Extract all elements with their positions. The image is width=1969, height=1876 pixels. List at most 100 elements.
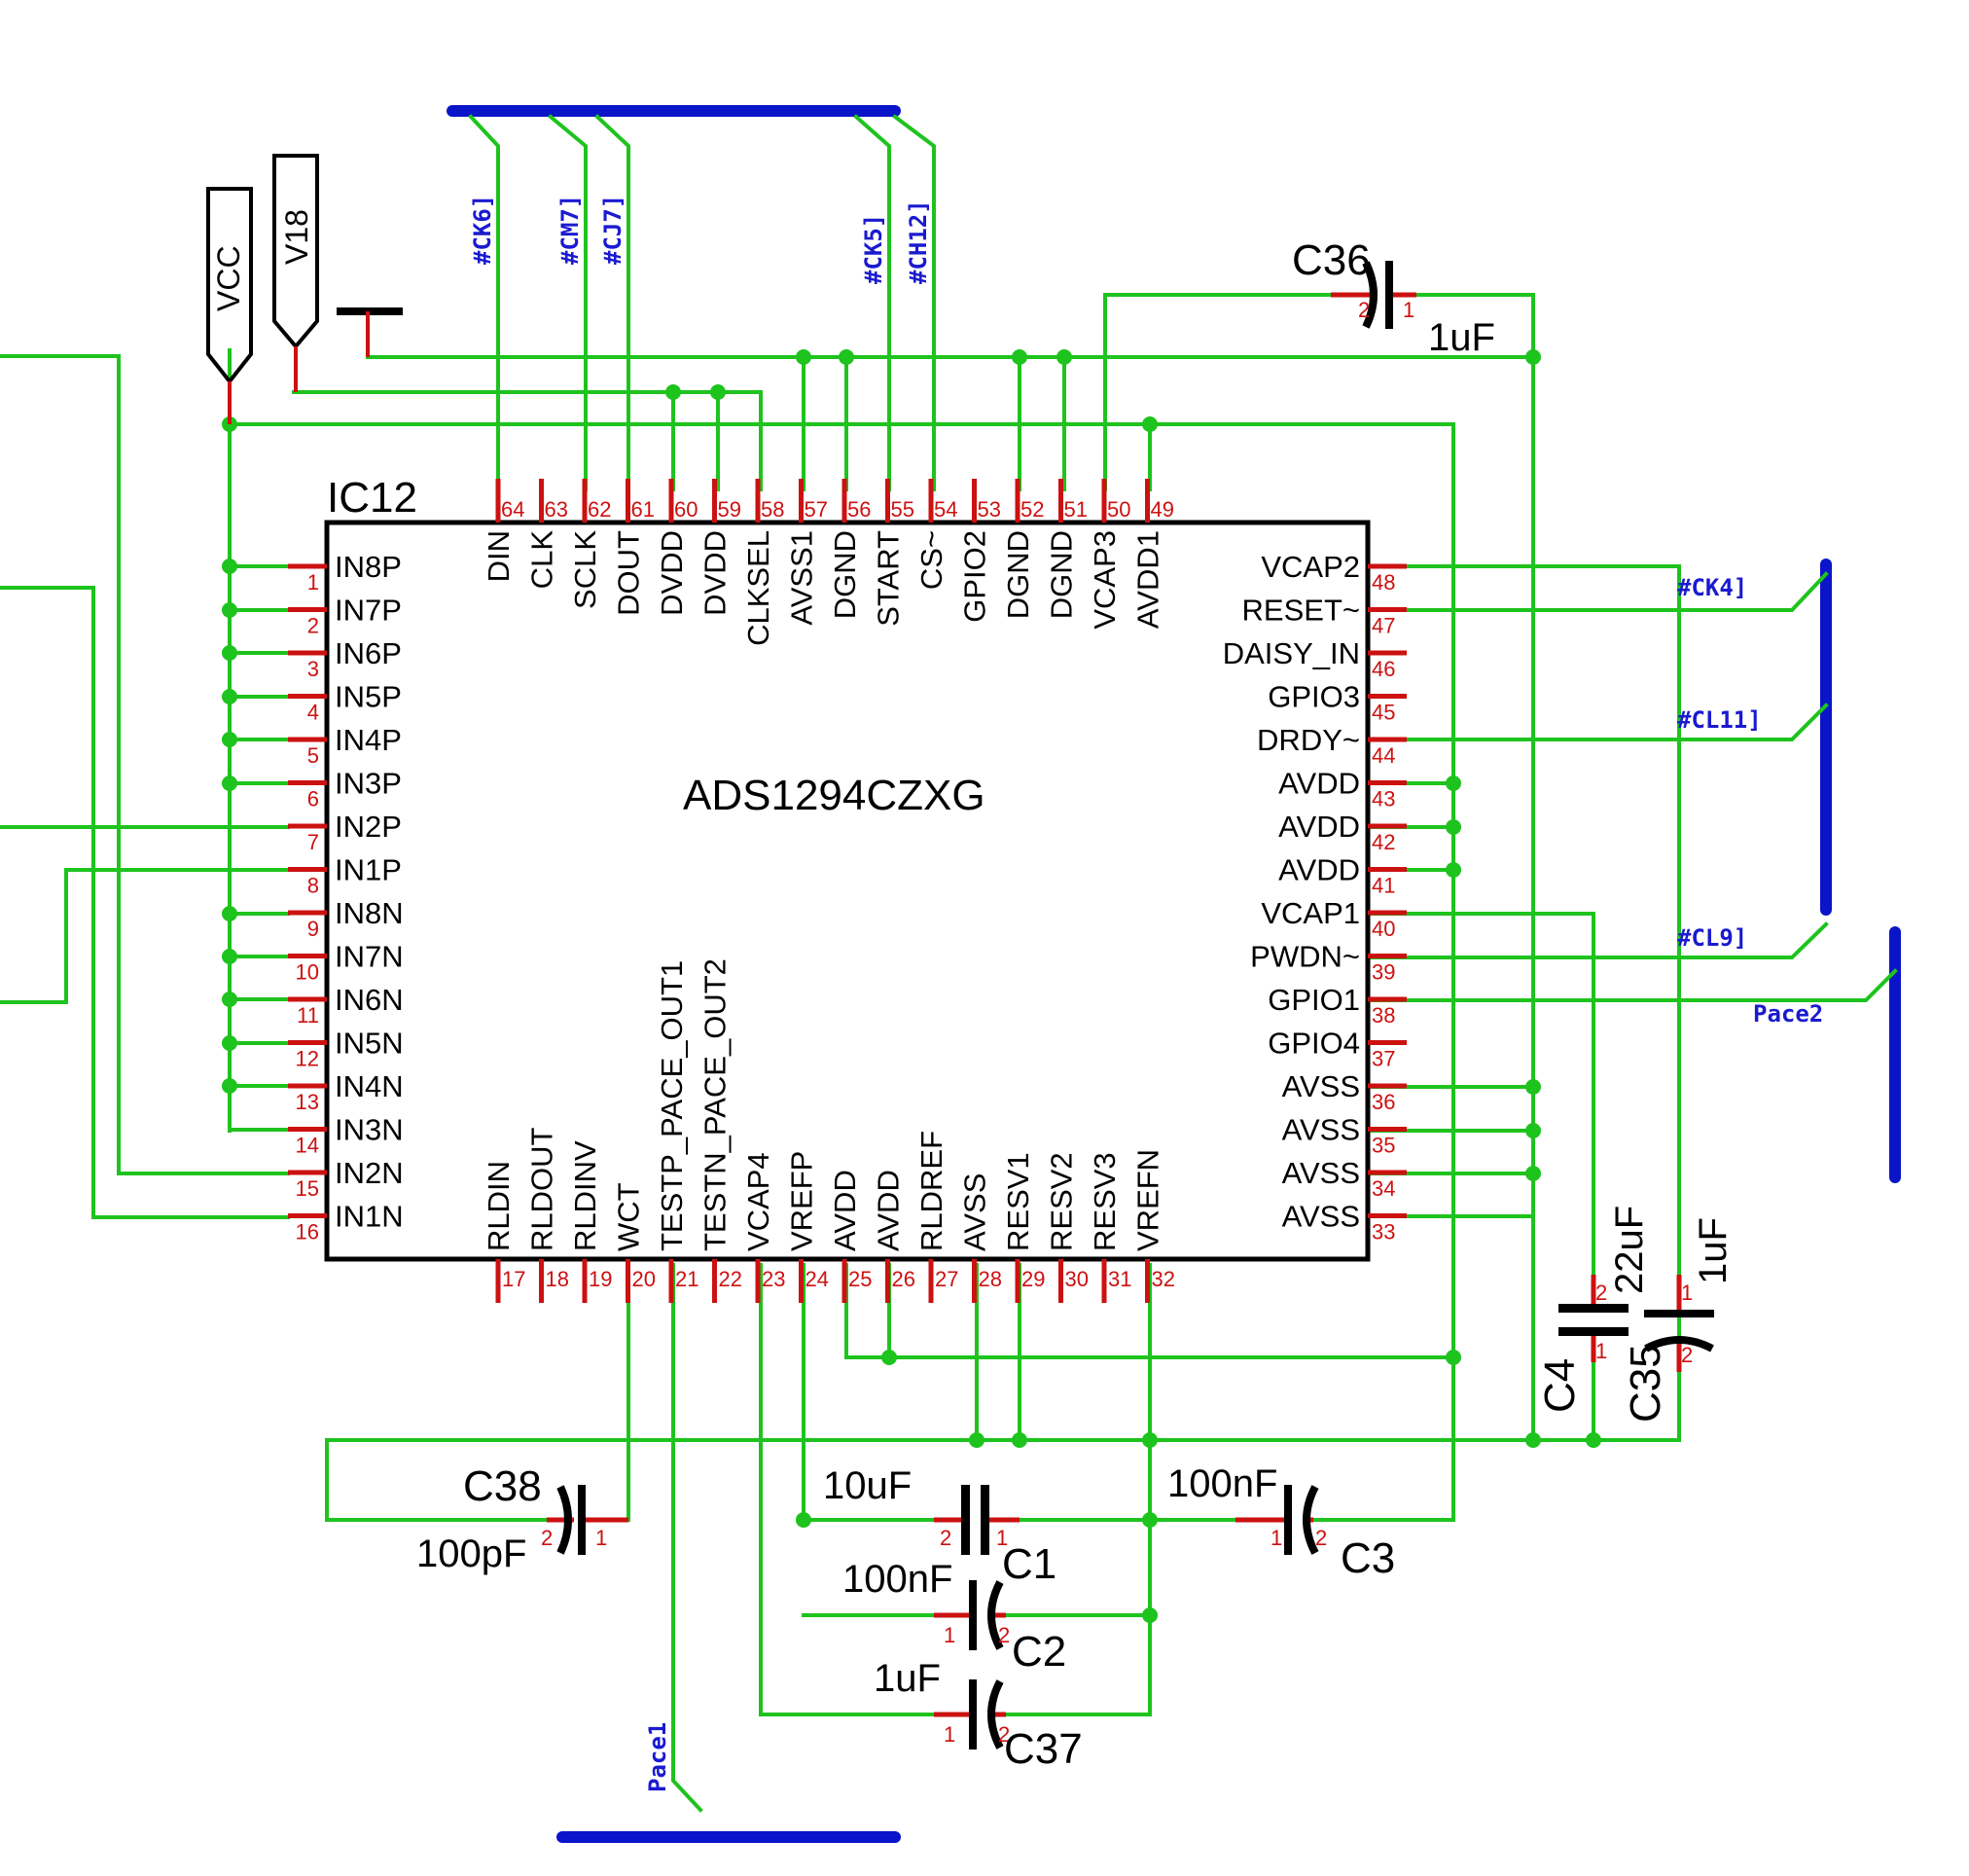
pin-name: CLK [525, 530, 559, 590]
c2-ref: C2 [1012, 1628, 1066, 1676]
pin-name: IN5N [335, 1027, 404, 1061]
pin-number: 61 [631, 497, 655, 522]
net-label-ck4: #CK4] [1677, 574, 1747, 601]
c38-value: 100pF [416, 1533, 526, 1575]
pin-name: IN6N [335, 983, 404, 1017]
svg-text:2: 2 [1681, 1343, 1693, 1367]
pin-name: RLDIN [482, 1161, 516, 1251]
pin-number: 60 [674, 497, 698, 522]
pin-name: GPIO4 [1268, 1027, 1360, 1061]
junctions [222, 349, 1601, 1623]
pin-number: 8 [307, 874, 319, 898]
net-label-cl11: #CL11] [1677, 706, 1762, 734]
pin-name: SCLK [568, 530, 602, 609]
net-label-cj7: #CJ7] [599, 195, 626, 265]
v18-symbol: V18 [272, 154, 319, 392]
ic-pin-9: IN8N 9 [288, 896, 404, 941]
pin-number: 34 [1372, 1176, 1395, 1201]
pin-number: 49 [1151, 497, 1174, 522]
pin-name: IN4P [335, 723, 402, 757]
pin-name: DGND [828, 530, 862, 619]
pin-number: 47 [1372, 614, 1395, 638]
ic-pin-54: CS~ 54 [914, 479, 957, 590]
ic-pin-17: RLDIN 17 [482, 1161, 525, 1303]
pin-number: 55 [891, 497, 914, 522]
net-label-cm7: #CM7] [556, 195, 584, 265]
pin-number: 59 [718, 497, 741, 522]
pin-name: RESET~ [1242, 594, 1360, 628]
svg-text:1: 1 [595, 1526, 607, 1550]
pin-name: AVDD [1278, 767, 1360, 801]
capacitor-c3: 1 2 C3 100nF [1167, 1462, 1395, 1582]
pin-name: AVDD [1278, 810, 1360, 844]
svg-text:1: 1 [996, 1526, 1008, 1550]
pin-number: 26 [892, 1267, 915, 1291]
pin-name: IN1P [335, 853, 402, 887]
pin-number: 44 [1372, 743, 1395, 768]
net-label-ck6: #CK6] [469, 195, 496, 265]
pin-number: 28 [979, 1267, 1002, 1291]
pin-number: 9 [307, 917, 319, 941]
pin-name: IN8N [335, 896, 404, 930]
pin-name: START [872, 530, 906, 627]
pin-name: VCAP2 [1261, 550, 1360, 584]
pin-name: IN2N [335, 1156, 404, 1190]
pin-number: 58 [761, 497, 784, 522]
svg-text:1: 1 [1403, 298, 1414, 322]
pin-number: 54 [934, 497, 957, 522]
pin-name: AVSS [1282, 1113, 1360, 1147]
pin-name: IN1N [335, 1200, 404, 1234]
ic-pin-44: DRDY~44 [1257, 723, 1407, 768]
pin-number: 17 [502, 1267, 525, 1291]
pin-number: 29 [1021, 1267, 1045, 1291]
ic-reference: IC12 [327, 474, 417, 522]
pin-number: 46 [1372, 657, 1395, 681]
pin-number: 36 [1372, 1090, 1395, 1114]
pin-number: 43 [1372, 787, 1395, 812]
pin-name: VREFP [785, 1151, 819, 1251]
c2-value: 100nF [842, 1558, 952, 1601]
pin-number: 5 [307, 743, 319, 768]
pin-number: 6 [307, 787, 319, 812]
pin-number: 25 [848, 1267, 872, 1291]
svg-text:1: 1 [944, 1623, 955, 1647]
pin-number: 2 [307, 614, 319, 638]
pin-number: 51 [1064, 497, 1088, 522]
pin-name: DOUT [612, 530, 646, 616]
vcc-label: VCC [211, 245, 246, 311]
svg-text:2: 2 [998, 1623, 1010, 1647]
svg-text:2: 2 [541, 1526, 553, 1550]
capacitor-c37: 1 2 C37 1uF [874, 1657, 1083, 1773]
pin-name: RLDOUT [525, 1127, 559, 1251]
pin-name: CS~ [914, 530, 949, 590]
svg-text:2: 2 [1358, 298, 1370, 322]
pin-number: 1 [307, 570, 319, 595]
pin-name: DGND [1045, 530, 1079, 619]
svg-text:1: 1 [1595, 1339, 1607, 1363]
bottom-pins: RLDIN17RLDOUT18RLDINV19WCT20TESTP_PACE_O… [482, 958, 1175, 1303]
c3-ref: C3 [1341, 1534, 1395, 1582]
net-label-pace1: Pace1 [644, 1722, 671, 1792]
pin-number: 12 [296, 1047, 319, 1071]
ic-pin-51: DGND 51 [1045, 479, 1088, 619]
wires [0, 114, 1898, 1813]
